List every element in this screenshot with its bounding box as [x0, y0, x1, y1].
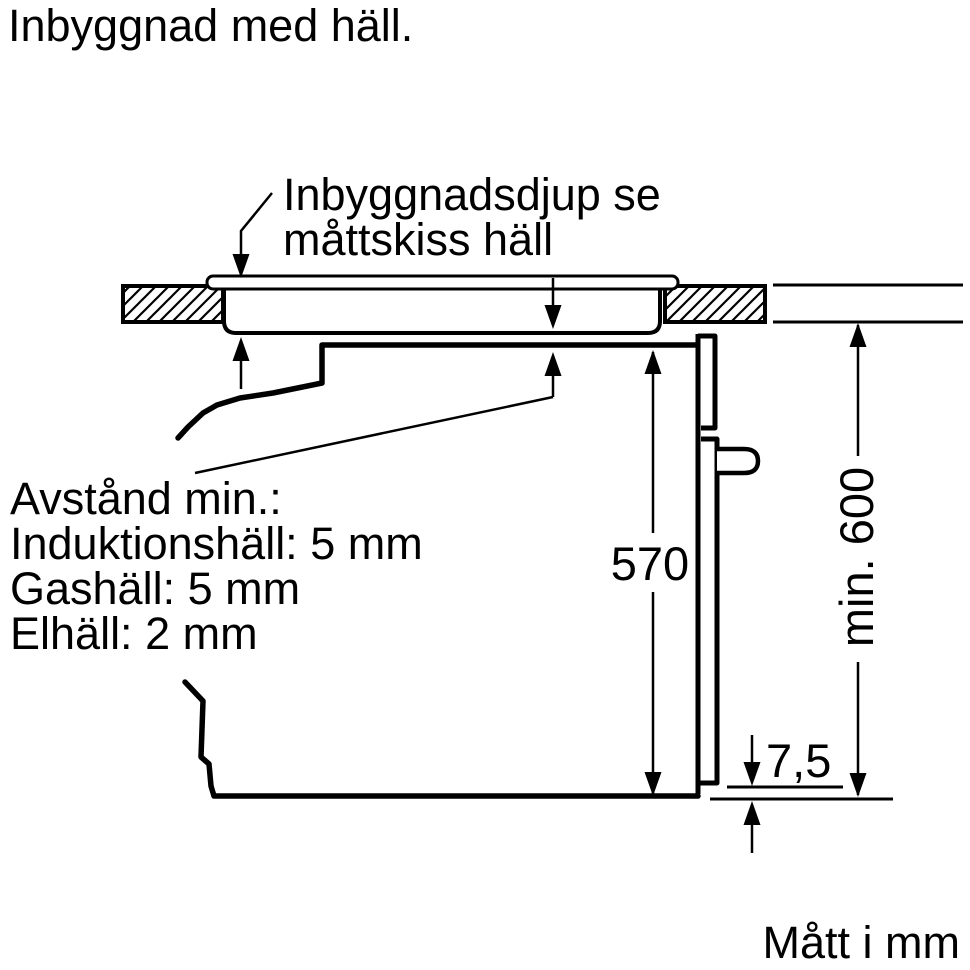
dim-600-arrowhead-top	[849, 323, 867, 347]
depth-callout-text-line1: Inbyggnadsdjup se	[283, 169, 661, 220]
cabinet-lower-profile	[182, 679, 701, 799]
depth-callout-text-line2: måttskiss häll	[283, 214, 553, 265]
page-title: Inbyggnad med häll.	[8, 0, 413, 51]
dim-7-5-arrowhead-down	[743, 762, 761, 786]
hob-glass-top	[205, 274, 680, 291]
dim-7-5-arrowhead-up	[743, 801, 761, 825]
dim-570-label: 570	[611, 537, 689, 590]
countertop-left-section	[121, 284, 225, 324]
dim-570-arrowhead-top	[644, 350, 662, 374]
clearance-arrow-left-head	[232, 337, 250, 361]
clearance-arrow-right-head	[544, 352, 562, 376]
clearance-note-line2: Induktionshäll: 5 mm	[10, 518, 423, 569]
clearance-note-line1: Avstånd min.:	[10, 473, 282, 524]
hob-depth-arrowhead	[544, 305, 562, 329]
oven-door-outline	[700, 436, 720, 786]
clearance-note-line3: Gashäll: 5 mm	[10, 563, 300, 614]
oven-top-panel	[175, 342, 700, 441]
dim-600-arrowhead-bottom	[849, 773, 867, 797]
oven-knob	[717, 446, 761, 476]
oven-fascia-outline	[698, 333, 718, 431]
dim-570-arrowhead-bottom	[644, 772, 662, 796]
clearance-note-line4: Elhäll: 2 mm	[10, 608, 258, 659]
depth-callout-leader	[239, 192, 273, 256]
hob-body	[222, 287, 662, 335]
clearance-callout-leader	[194, 395, 554, 475]
dim-7-5-label: 7,5	[766, 734, 831, 787]
depth-callout-arrowhead	[232, 254, 250, 278]
dim-600-label: min. 600	[830, 467, 883, 647]
countertop-right-section	[663, 284, 767, 324]
units-note: Mått i mm	[763, 917, 961, 968]
